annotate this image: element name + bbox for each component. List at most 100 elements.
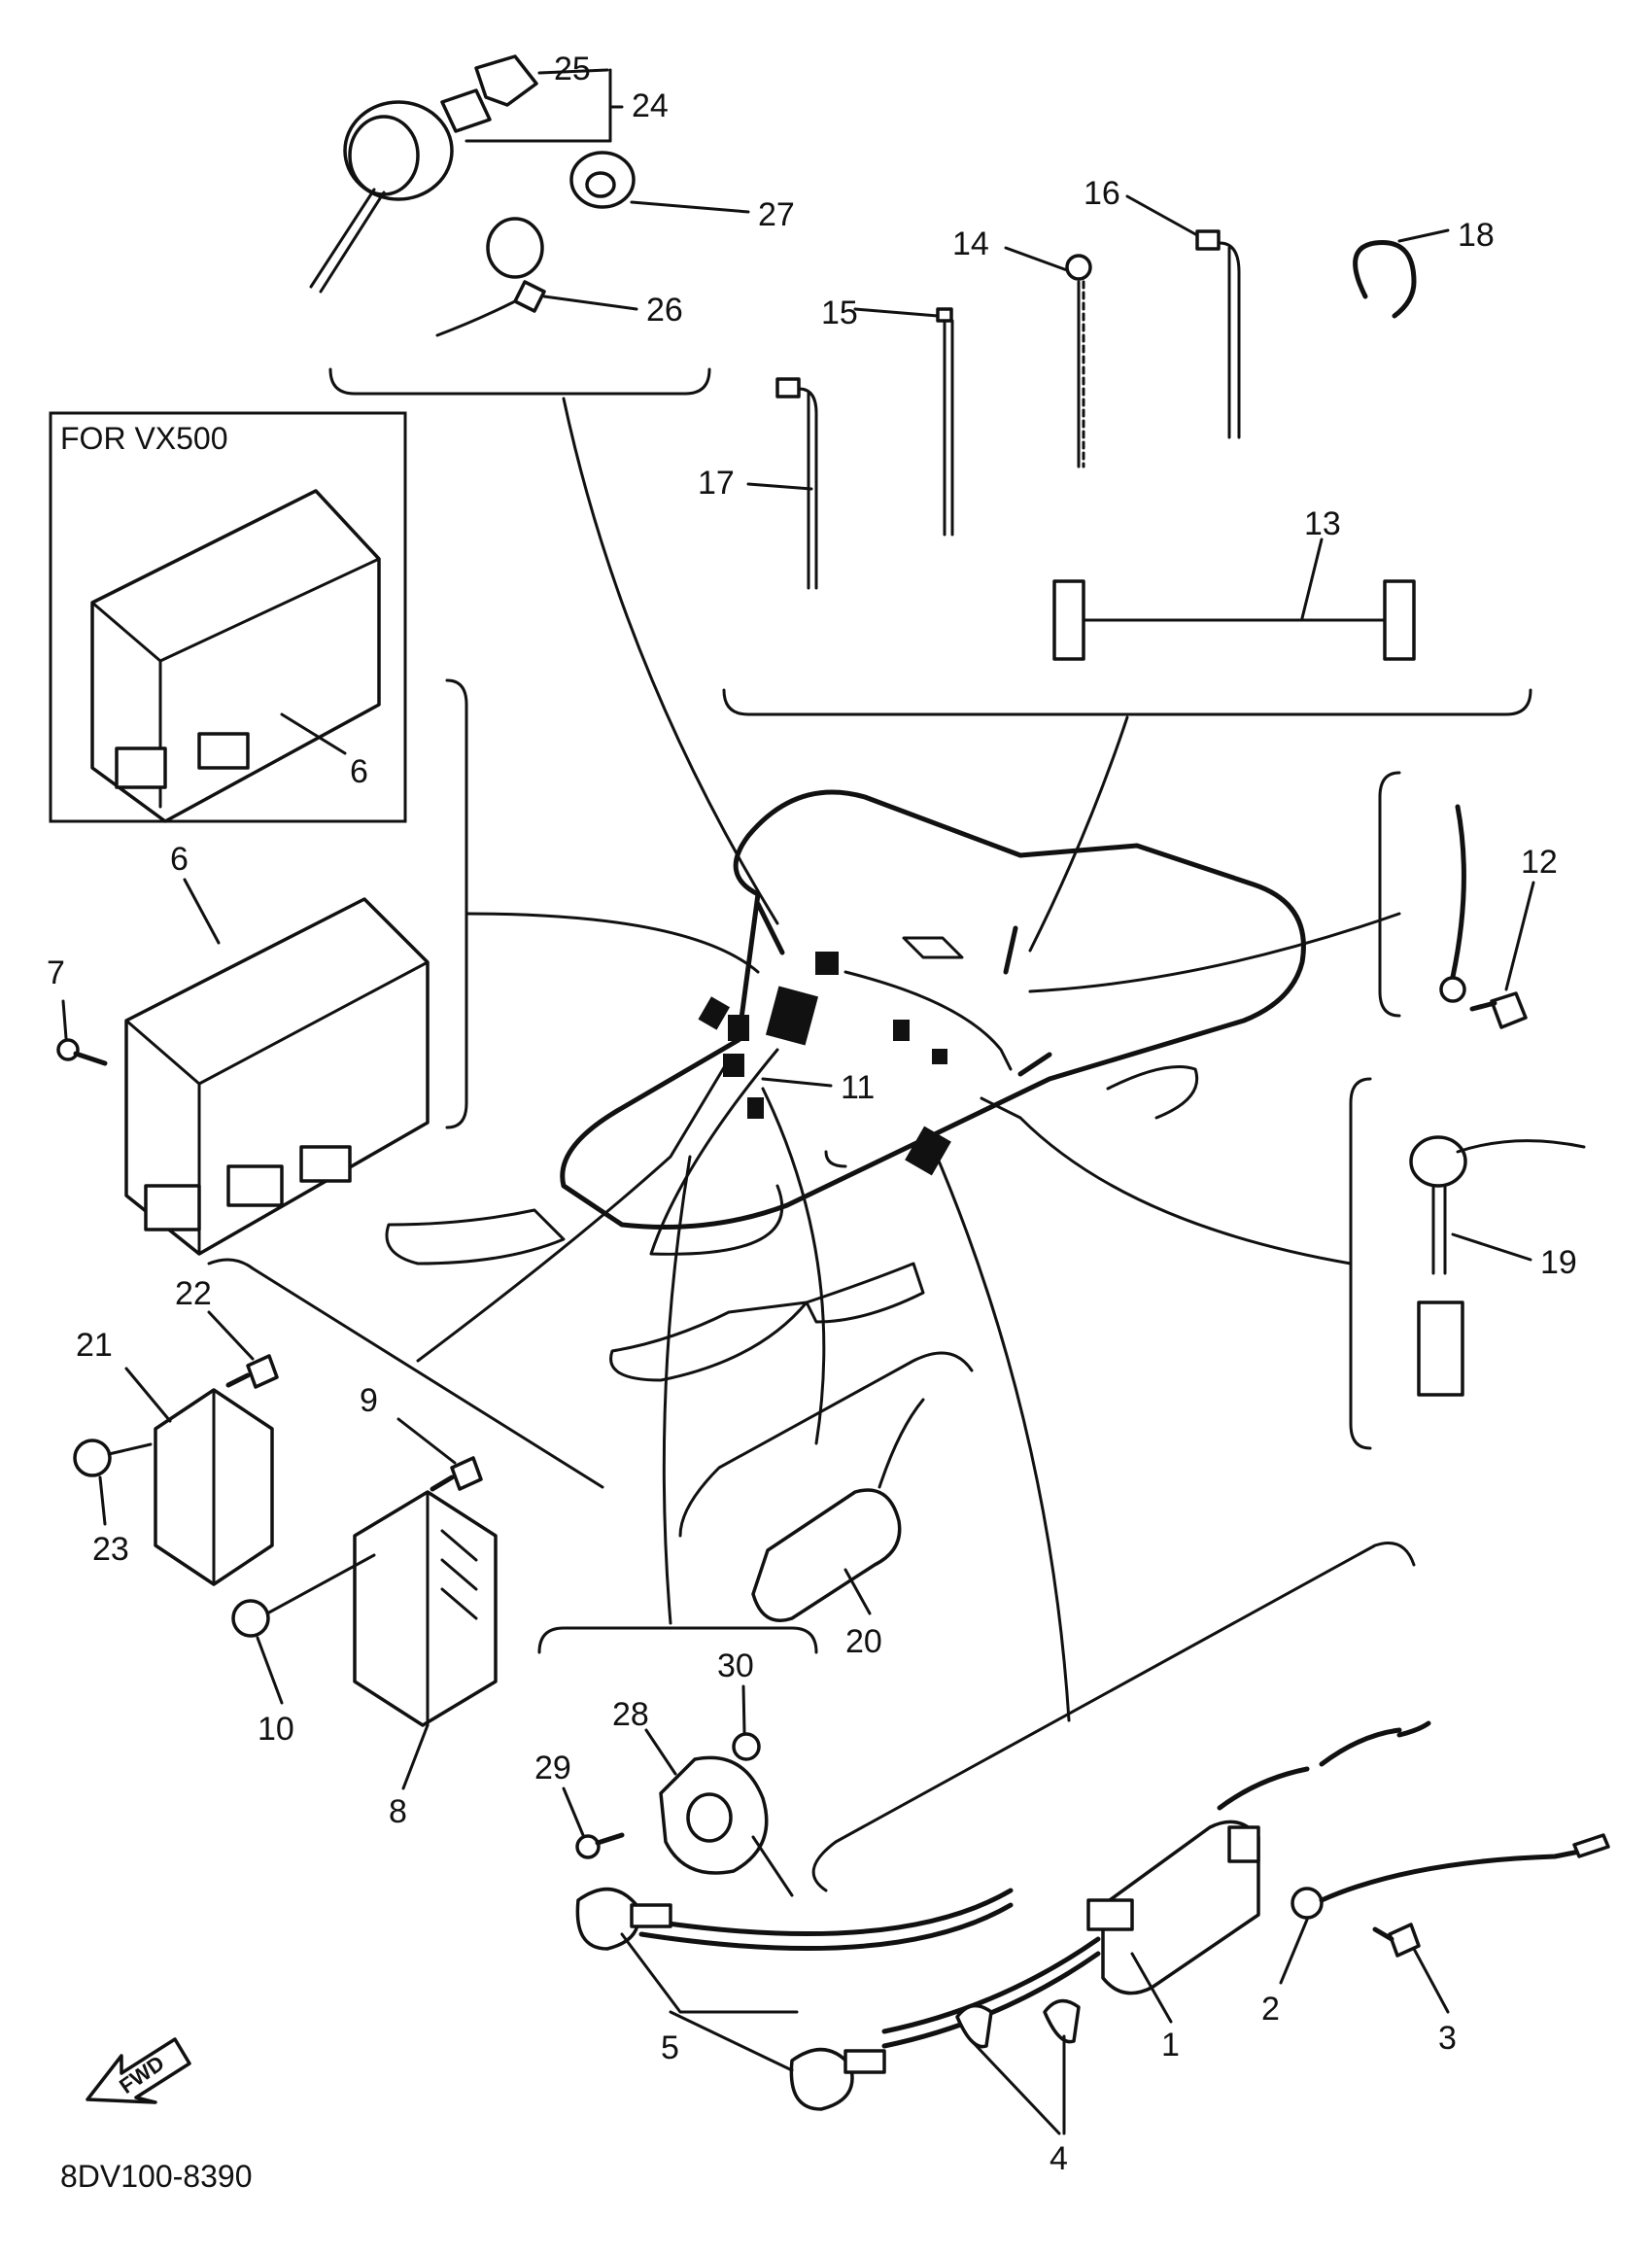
nut-30 <box>732 1732 761 1761</box>
callout-30: 30 <box>717 1647 754 1684</box>
callout-27: 27 <box>758 196 795 233</box>
route-12 <box>1028 912 1401 993</box>
sensor-20-group <box>678 1351 974 1622</box>
vx500-inset <box>49 411 407 823</box>
route-top-left <box>562 397 779 925</box>
switch-26 <box>486 217 544 279</box>
callout-4: 4 <box>1050 2140 1068 2177</box>
plug-cap-5a <box>575 1887 640 1951</box>
leader-26 <box>542 295 638 311</box>
clip-18 <box>1353 240 1417 319</box>
route-28 <box>662 1155 692 1625</box>
leader-11 <box>761 1077 833 1088</box>
leader-29 <box>562 1786 585 1837</box>
leader-18 <box>1397 228 1450 243</box>
bolt-12 <box>1490 991 1528 1029</box>
leader-4a <box>970 2039 1061 2135</box>
route-21-9 <box>416 1058 731 1363</box>
leader-5 <box>620 1932 799 2014</box>
callout-20: 20 <box>845 1623 882 1660</box>
callout-22: 22 <box>175 1275 212 1312</box>
connector-11-main <box>765 986 819 1046</box>
route-cdi <box>465 912 760 974</box>
leader-3 <box>1412 1947 1450 2014</box>
group-bracket-28 <box>537 1626 818 1654</box>
rectifier-8 <box>353 1490 498 1727</box>
callout-9: 9 <box>360 1382 378 1419</box>
leader-22 <box>207 1310 255 1361</box>
callout-2: 2 <box>1261 1991 1280 2028</box>
holder-13-left <box>1052 579 1085 661</box>
leader-8 <box>401 1723 430 1790</box>
leader-19 <box>1451 1232 1532 1262</box>
leader-20 <box>843 1568 872 1615</box>
leader-13 <box>1300 537 1324 620</box>
clamp-17 <box>775 377 801 399</box>
ignition-coil-group <box>575 1542 1610 2135</box>
callout-26: 26 <box>646 292 683 329</box>
leader-6-inset <box>280 712 347 755</box>
sensor-19-group <box>1349 1077 1586 1450</box>
hull-with-harness <box>385 789 1306 1382</box>
callout-12: 12 <box>1521 844 1558 881</box>
callout-23: 23 <box>92 1531 129 1568</box>
leader-16 <box>1125 194 1199 237</box>
callout-25: 25 <box>554 51 591 87</box>
clamp-16 <box>1195 229 1221 251</box>
leader-27 <box>630 200 750 214</box>
route-20 <box>761 1087 826 1445</box>
key-blade <box>440 88 492 133</box>
callout-21: 21 <box>76 1327 113 1364</box>
group-bracket-top-right <box>722 688 1532 716</box>
callout-29: 29 <box>534 1750 571 1786</box>
leader-10 <box>256 1636 284 1705</box>
ground-terminal <box>1439 976 1466 1003</box>
cdi-unit-vx500 <box>90 489 381 823</box>
fwd-arrow-icon <box>86 2037 191 2104</box>
callout-28: 28 <box>612 1696 649 1733</box>
clamp-4a <box>955 2003 993 2049</box>
route-coil <box>931 1145 1071 1722</box>
key-25 <box>474 54 538 107</box>
band-14 <box>1065 254 1092 281</box>
harness-accessories-group <box>722 194 1532 716</box>
bolt-9 <box>450 1456 483 1491</box>
group-bracket-cdi <box>445 678 468 1129</box>
leader-2 <box>1279 1918 1309 1985</box>
cdi-unit-6 <box>124 897 430 1256</box>
leader-12 <box>1504 881 1535 991</box>
leader-6 <box>183 878 221 945</box>
callout-6-inset: 6 <box>350 753 368 790</box>
ignition-switch-group <box>309 54 750 396</box>
leader-21 <box>124 1367 172 1423</box>
callout-13: 13 <box>1304 505 1341 542</box>
callout-19: 19 <box>1540 1244 1577 1281</box>
clamp-4b <box>1043 1998 1081 2044</box>
group-bracket-top-left <box>328 367 711 396</box>
bolt-29 <box>575 1834 601 1859</box>
holder-13-right <box>1383 579 1416 661</box>
callout-11: 11 <box>841 1069 875 1106</box>
rectifier-group <box>73 1258 604 1790</box>
group-bracket-21 <box>207 1258 604 1489</box>
bolt-7 <box>56 1038 80 1061</box>
route-19 <box>980 1096 1353 1266</box>
callout-18: 18 <box>1458 217 1495 254</box>
sensor-19-body <box>1417 1300 1464 1397</box>
callout-15: 15 <box>821 295 858 331</box>
callout-24: 24 <box>632 87 669 124</box>
leader-9 <box>396 1417 457 1465</box>
callout-16: 16 <box>1084 175 1120 212</box>
variant-label: FOR VX500 <box>60 421 228 456</box>
sensor-20 <box>751 1488 902 1622</box>
group-bracket-20 <box>678 1351 974 1538</box>
route-top-right <box>1028 715 1129 953</box>
ground-lead-group <box>1378 771 1535 1029</box>
hull-outline <box>560 789 1306 1230</box>
callout-7: 7 <box>47 954 65 991</box>
nut-23 <box>73 1439 112 1477</box>
nut-10 <box>231 1599 270 1638</box>
tie-15 <box>936 307 953 323</box>
leader-23 <box>98 1475 107 1526</box>
